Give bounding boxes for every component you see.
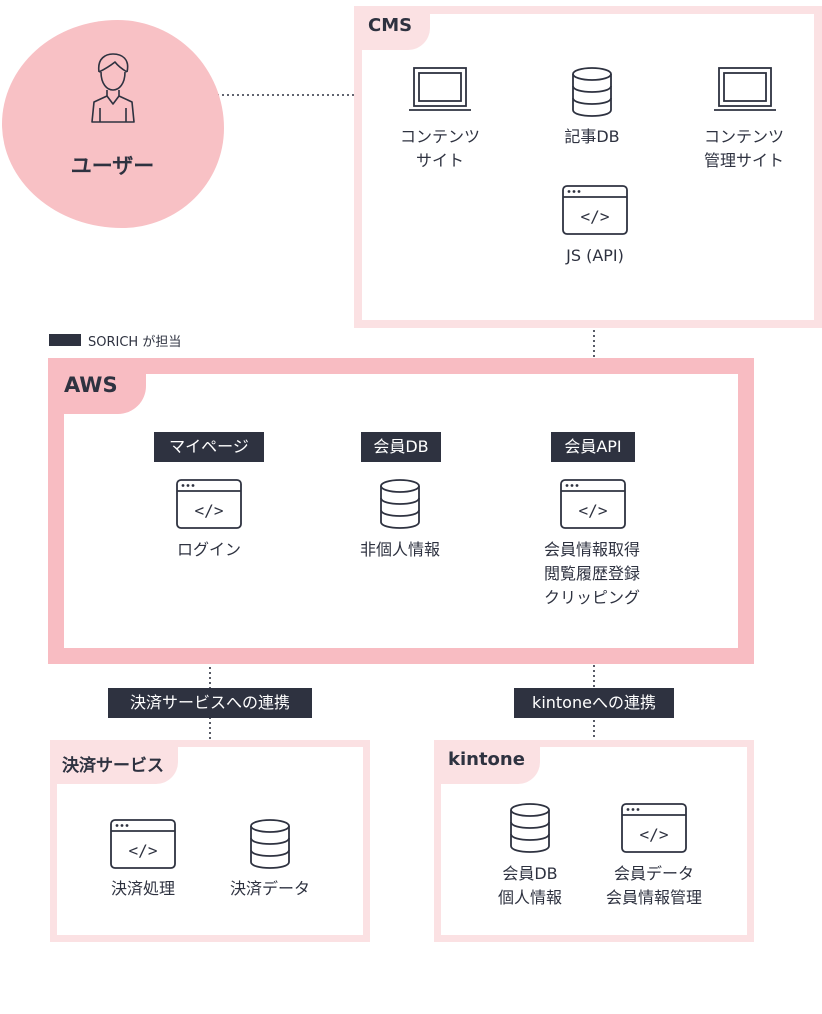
admin-site-line1: コンテンツ <box>703 127 784 146</box>
database-icon <box>572 67 612 117</box>
payment-link-tag: 決済サービスへの連携 <box>108 688 312 718</box>
payment-service-container: 決済サービス <box>50 740 370 942</box>
kintone-db-line2: 個人情報 <box>497 888 562 907</box>
content-site-label: コンテンツ サイト <box>380 125 500 173</box>
api-function-1: 会員情報取得 <box>543 540 640 559</box>
payment-processing-label: 決済処理 <box>110 879 175 898</box>
svg-text:</>: </> <box>129 841 158 860</box>
content-site-line1: コンテンツ <box>399 127 480 146</box>
member-api-tag: 会員API <box>551 432 635 462</box>
cms-container: CMS <box>354 6 822 328</box>
kintone-link-tag: kintoneへの連携 <box>514 688 674 718</box>
kintone-container: kintone <box>434 740 754 942</box>
user-label: ユーザー <box>70 154 155 178</box>
api-function-2: 閲覧履歴登録 <box>543 564 640 583</box>
article-db-label: 記事DB <box>564 127 620 146</box>
non-personal-label: 非個人情報 <box>359 540 440 559</box>
code-window-icon: </> <box>110 819 176 869</box>
legend-text: SORICH が担当 <box>88 335 182 350</box>
laptop-icon <box>409 67 471 111</box>
svg-text:</>: </> <box>581 207 610 226</box>
content-site-line2: サイト <box>415 151 464 170</box>
js-api-label: JS (API) <box>566 246 624 265</box>
svg-text:</>: </> <box>579 501 608 520</box>
member-db-tag: 会員DB <box>361 432 441 462</box>
aws-title: AWS <box>48 358 146 414</box>
login-label: ログイン <box>176 540 241 559</box>
mypage-tag: マイページ <box>154 432 264 462</box>
database-icon <box>250 819 290 869</box>
cms-title: CMS <box>354 6 430 50</box>
svg-text:</>: </> <box>640 825 669 844</box>
admin-site-line2: 管理サイト <box>703 151 784 170</box>
payment-service-title: 決済サービス <box>50 740 178 784</box>
admin-site-label: コンテンツ 管理サイト <box>684 125 804 173</box>
kintone-title: kintone <box>434 740 540 784</box>
code-window-icon: </> <box>621 803 687 853</box>
svg-text:</>: </> <box>195 501 224 520</box>
code-window-icon: </> <box>560 479 626 529</box>
legend-swatch <box>49 334 81 346</box>
api-functions-label: 会員情報取得 閲覧履歴登録 クリッピング <box>532 538 652 610</box>
user-icon <box>91 53 135 123</box>
laptop-icon <box>714 67 776 111</box>
database-icon <box>380 479 420 529</box>
aws-container: AWS <box>48 358 754 664</box>
api-function-3: クリッピング <box>543 588 640 607</box>
code-window-icon: </> <box>176 479 242 529</box>
database-icon <box>510 803 550 853</box>
kintone-db-line1: 会員DB <box>502 864 558 883</box>
kintone-db-label: 会員DB 個人情報 <box>470 862 590 910</box>
kintone-data-line2: 会員情報管理 <box>605 888 702 907</box>
kintone-data-label: 会員データ 会員情報管理 <box>584 862 724 910</box>
code-window-icon: </> <box>562 185 628 235</box>
payment-data-label: 決済データ <box>229 879 310 898</box>
kintone-data-line1: 会員データ <box>613 864 694 883</box>
